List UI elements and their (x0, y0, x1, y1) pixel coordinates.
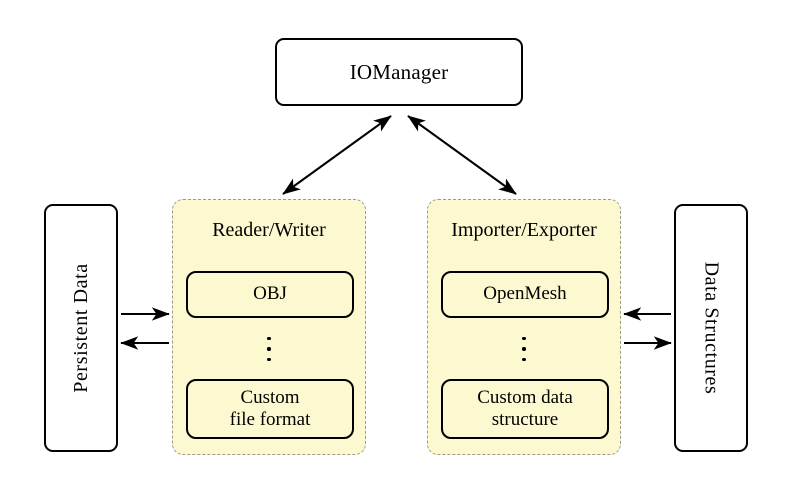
ellipsis-dot (267, 336, 271, 341)
item-custom-data-structure-line1: Custom data (477, 386, 573, 408)
node-data-structures[interactable]: Data Structures (674, 204, 748, 452)
group-reader-writer-title: Reader/Writer (212, 219, 326, 241)
ellipsis-reader-writer (173, 326, 365, 372)
ellipsis-dot (522, 357, 526, 362)
ellipsis-dot (522, 347, 526, 351)
node-persistent-data-label: Persistent Data (70, 263, 92, 393)
node-data-structures-label: Data Structures (700, 261, 723, 395)
item-openmesh[interactable]: OpenMesh (441, 271, 609, 318)
node-iomanager[interactable]: IOManager (275, 38, 523, 106)
ellipsis-importer-exporter (428, 326, 620, 372)
ellipsis-dot (522, 336, 526, 341)
connector-manager-importer-exporter (407, 115, 517, 195)
item-custom-file-format-line2: file format (229, 409, 311, 430)
node-iomanager-label: IOManager (349, 59, 449, 84)
group-reader-writer[interactable]: Reader/Writer OBJ Custom file format (172, 199, 366, 455)
item-custom-file-format[interactable]: Custom file format (186, 379, 354, 439)
item-custom-file-format-line1: Custom (240, 386, 300, 408)
item-custom-data-structure-line2: structure (491, 409, 559, 430)
group-importer-exporter[interactable]: Importer/Exporter OpenMesh Custom data s… (427, 199, 621, 455)
item-obj[interactable]: OBJ (186, 271, 354, 318)
ellipsis-dot (267, 347, 271, 351)
item-obj-label: OBJ (253, 283, 287, 305)
item-custom-file-format-label: Custom file format (230, 387, 311, 432)
item-openmesh-label: OpenMesh (483, 283, 567, 305)
ellipsis-dot (267, 357, 271, 362)
item-custom-data-structure-label: Custom data structure (477, 387, 573, 432)
connector-manager-reader-writer (282, 115, 392, 195)
node-persistent-data[interactable]: Persistent Data (44, 204, 118, 452)
item-custom-data-structure[interactable]: Custom data structure (441, 379, 609, 439)
group-importer-exporter-title: Importer/Exporter (451, 219, 597, 241)
